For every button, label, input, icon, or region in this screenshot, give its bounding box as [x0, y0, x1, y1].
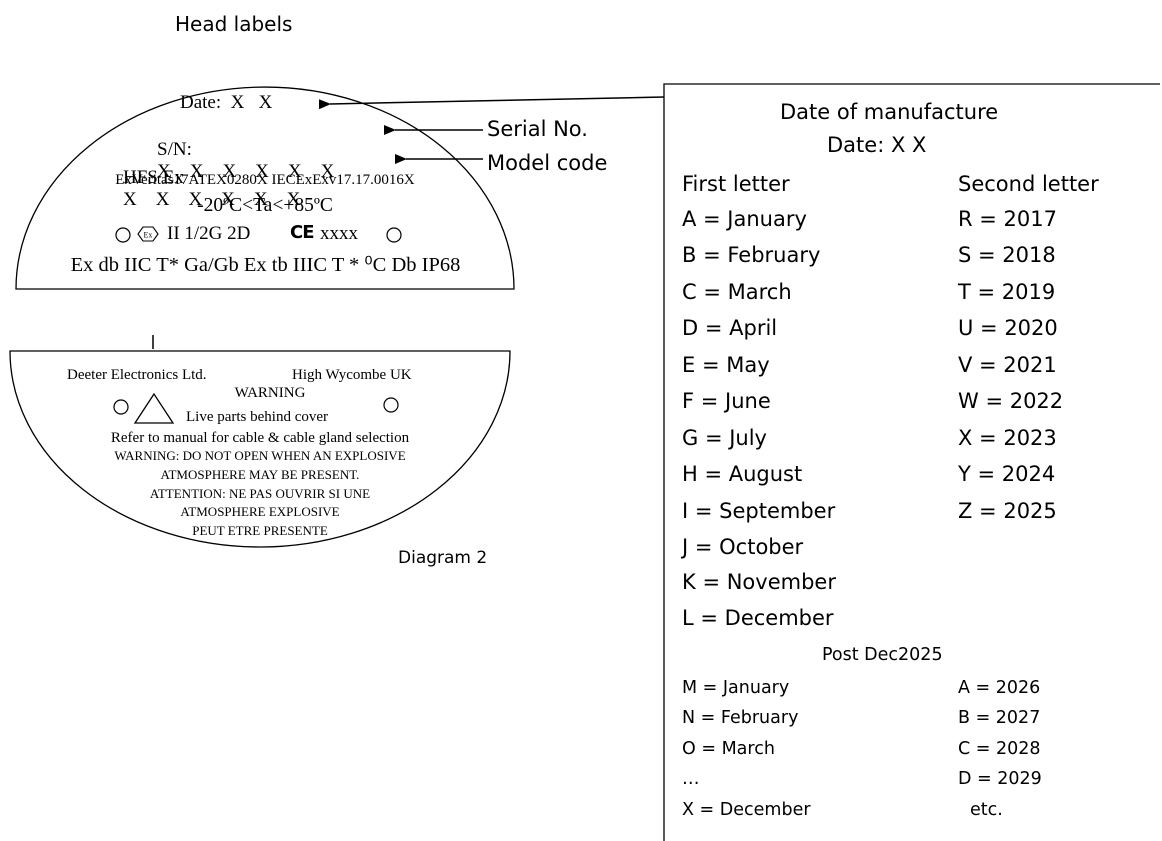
page-heading: Head labels — [175, 12, 293, 36]
mount-hole-right — [386, 227, 402, 243]
table-cell: E = May — [682, 353, 770, 377]
table-cell: W = 2022 — [958, 389, 1064, 413]
protection-line: Ex db IIC T* Ga/Gb Ex tb IIIC T * ⁰C Db … — [70, 254, 461, 276]
table-cell: H = August — [682, 462, 803, 486]
table-cell: A = January — [682, 207, 807, 231]
table-cell: O = March — [682, 739, 775, 759]
ce-number: xxxx — [320, 223, 358, 244]
table-cell: … — [682, 769, 700, 789]
table-cell: D = April — [682, 316, 778, 340]
temperature-line: -20ºC<Ta<+85ºC — [197, 195, 333, 216]
table-cell: C = March — [682, 280, 792, 304]
table-cell: T = 2019 — [958, 280, 1056, 304]
post-heading: Post Dec2025 — [822, 645, 943, 665]
model-line: HFS Ex X X X X X X — [104, 145, 300, 233]
table-cell: K = November — [682, 570, 836, 594]
table-cell: X = 2023 — [958, 426, 1057, 450]
table-cell: A = 2026 — [958, 678, 1041, 698]
mount-hole-right-bottom — [383, 397, 399, 413]
sn-placeholder: X X X X X X — [157, 161, 335, 182]
svg-text:Ex: Ex — [144, 231, 153, 240]
manual-line: Refer to manual for cable & cable gland … — [110, 430, 410, 446]
table-cell: R = 2017 — [958, 207, 1057, 231]
warning-fr-3: PEUT ETRE PRESENTE — [192, 523, 328, 538]
table-cell: Z = 2025 — [958, 499, 1057, 523]
sn-prefix: S/N: — [157, 139, 192, 160]
mount-hole-left-bottom — [113, 399, 129, 415]
serial-callout: Serial No. — [487, 117, 588, 141]
hfs-placeholder: X X X X X X — [123, 189, 301, 210]
table-cell: M = January — [682, 678, 790, 698]
mount-hole-left — [115, 227, 131, 243]
date-arrow — [318, 96, 665, 110]
bottom-label-outline — [9, 350, 511, 548]
top-label-outline — [15, 86, 515, 290]
table-cell: etc. — [970, 800, 1003, 820]
date-line: Date: X X — [180, 92, 273, 113]
company-location: High Wycombe UK — [292, 367, 412, 383]
table-cell: S = 2018 — [958, 243, 1056, 267]
table-box — [663, 83, 1160, 841]
ex-hexagon-icon: Ex — [137, 226, 159, 242]
table-cell: F = June — [682, 389, 771, 413]
table-cell: D = 2029 — [958, 769, 1042, 789]
column-header-second: Second letter — [958, 172, 1099, 196]
warning-fr-2: ATMOSPHERE EXPLOSIVE — [180, 504, 340, 519]
warning-en-1: WARNING: DO NOT OPEN WHEN AN EXPLOSIVE — [114, 448, 406, 463]
table-cell: C = 2028 — [958, 739, 1041, 759]
table-cell: X = December — [682, 800, 811, 820]
company-name: Deeter Electronics Ltd. — [67, 367, 207, 383]
serial-line: S/N: X X X X X X — [138, 117, 334, 205]
certificate-line: ExVeritas17ATEX0280X IECExExv17.17.0016X — [115, 172, 415, 188]
table-cell: J = October — [682, 535, 804, 559]
model-callout: Model code — [487, 151, 608, 175]
warning-triangle-icon — [133, 392, 175, 424]
warning-en-2: ATMOSPHERE MAY BE PRESENT. — [160, 467, 360, 482]
warning-title: WARNING — [234, 385, 306, 401]
column-header-first: First letter — [682, 172, 790, 196]
table-cell: Y = 2024 — [958, 462, 1056, 486]
ce-mark: CE — [290, 222, 314, 243]
table-cell: V = 2021 — [958, 353, 1057, 377]
table-cell: G = July — [682, 426, 767, 450]
warning-subtitle: Live parts behind cover — [186, 409, 329, 425]
table-cell: U = 2020 — [958, 316, 1058, 340]
table-cell: L = December — [682, 606, 834, 630]
table-cell: B = February — [682, 243, 821, 267]
table-cell: N = February — [682, 708, 799, 728]
table-title: Date of manufacture — [780, 100, 999, 124]
table-subtitle: Date: X X — [827, 133, 927, 157]
warning-fr-1: ATTENTION: NE PAS OUVRIR SI UNE — [149, 486, 371, 501]
hfs-prefix: HFS Ex — [123, 167, 184, 188]
ex-marking-text: II 1/2G 2D — [167, 223, 251, 244]
diagram-caption: Diagram 2 — [398, 548, 488, 568]
table-cell: I = September — [682, 499, 836, 523]
table-cell: B = 2027 — [958, 708, 1041, 728]
